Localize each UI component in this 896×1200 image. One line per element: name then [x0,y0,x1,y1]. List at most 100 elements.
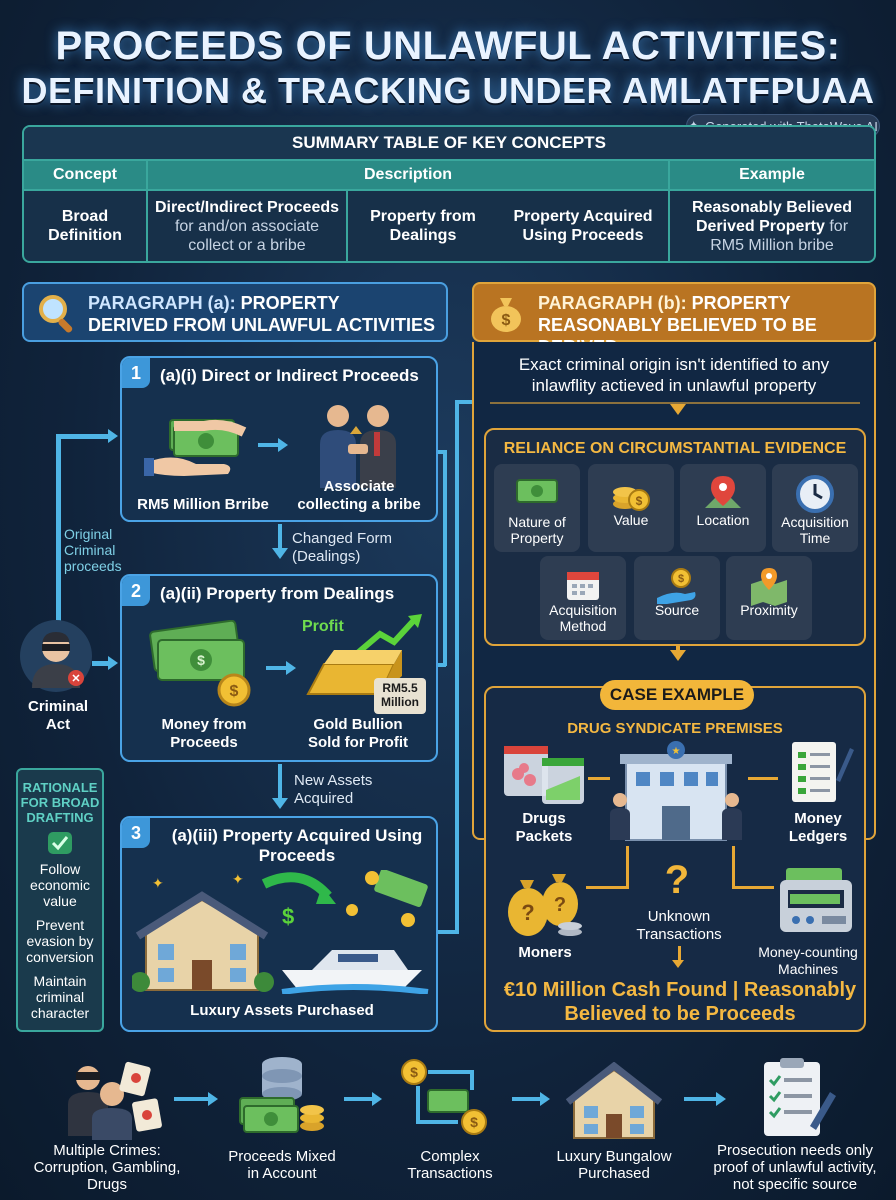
orig-line3: proceeds [64,558,122,574]
box-direct-proceeds: 1 (a)(i) Direct or Indirect Proceeds RM5… [120,356,438,522]
desc3-line1: Property Acquired [513,208,653,225]
desc1-title: Direct/Indirect Proceeds [154,198,340,216]
tile-value: $ Value [588,464,674,552]
s1-line3: Drugs [86,1176,127,1193]
calendar-icon [567,572,599,600]
map-icon [751,568,787,606]
r3-line1: Maintain [33,973,87,989]
concept-line1: Broad [61,208,109,225]
tile-location: Location [680,464,766,552]
box2-caption-left: Money from Proceeds [134,716,274,752]
case-result: €10 Million Cash Found | Reasonably Beli… [484,978,876,1026]
connector-to-box1 [56,434,110,439]
svg-text:?: ? [554,894,566,916]
flow-arrow-2 [372,1092,382,1106]
intro-line1: Exact criminal origin isn't identified t… [518,355,830,374]
flow-arrow-1-line [174,1097,210,1101]
ledgers-line2: Ledgers [788,828,848,845]
box2-inner-arrow-line [266,666,288,670]
box1-caption-right: Associate collecting a bribe [284,478,434,514]
example-line2-bold: Derived Property [695,217,825,235]
box-property-dealings: 2 (a)(ii) Property from Dealings $ $ Pro… [120,574,438,762]
profit-label: Profit [302,618,344,635]
flow-step-prosecution: Prosecution needs only proof of unlawful… [700,1142,890,1193]
machines-label: Money-counting Machines [748,944,868,978]
cell-example: Reasonably Believed Derived Property for… [670,191,874,261]
s4-line2: Purchased [578,1165,650,1182]
s3-line2: Transactions [407,1165,493,1182]
desc1-sub1: for and/on associate [174,217,320,235]
flow-arrow-3 [540,1092,550,1106]
orig-line2: Criminal [64,542,116,558]
arrow-to-case-stem [676,646,680,654]
s2-line1: Proceeds Mixed [228,1148,336,1165]
tile-proximity: Proximity [726,556,812,640]
tile-acquisition-method: Acquisition Method [540,556,626,640]
example-line1: Reasonably Believed [691,198,853,216]
tile5-line2: Method [559,618,607,634]
summary-column-headers: Concept Description Example [24,161,874,191]
svg-text:$: $ [470,1114,478,1130]
rationale-item-2: Prevent evasion by conversion [18,917,102,965]
svg-text:✦: ✦ [232,872,244,888]
question-icon: ? [664,858,690,902]
money-bag-icon: $ [491,298,521,332]
box2-left-line2: Proceeds [170,734,238,751]
paragraph-b-header: $ PARAGRAPH (b): PROPERTY REASONABLY BEL… [472,282,876,357]
gold-bullion-icon [306,614,422,695]
intro-line2: inlawflity actieved in unlawful property [531,376,817,395]
flow-arrow-4-line [684,1097,718,1101]
arrow-to-box1 [108,429,118,443]
paragraph-a-header: PARAGRAPH (a): PROPERTY DERIVED FROM UNL… [22,282,448,342]
rationale-line1: RATIONALE [22,780,98,795]
arrow-to-case [670,650,686,661]
connector-box1-box2 [278,524,282,550]
col-example: Example [739,166,805,183]
para-a-line2: DERIVED FROM UNLAWFUL ACTIVITIES [88,315,436,335]
r1-line3: value [43,893,77,909]
tile3-line1: Location [696,512,750,528]
new-assets-label: New Assets Acquired [294,772,414,808]
rationale-box: RATIONALE FOR BROAD DRAFTING Follow econ… [16,768,104,1032]
flow-arrow-4 [716,1092,726,1106]
s1-line2: Corruption, Gambling, [33,1159,181,1176]
branch-left-horiz [586,886,629,889]
svg-text:$: $ [636,494,643,508]
box3-title-line2: Proceeds [258,846,336,865]
mixed-account-icon [239,1057,324,1133]
para-a-rest: PROPERTY [235,293,340,313]
bribe-cash-hands-icon [144,419,247,476]
arrow-box2-box3 [272,798,288,809]
desc3-line2: Using Proceeds [522,227,644,244]
rationale-item-3: Maintain criminal character [18,973,102,1021]
box2-caption-right: Gold Bullion Sold for Profit [288,716,428,752]
para-a-prefix: PARAGRAPH (a): [88,293,236,313]
drugs-line2: Packets [515,828,573,845]
check-icon [48,832,72,854]
ledgers-arrow-line [748,777,778,780]
drugs-label: Drugs Packets [500,810,588,846]
case-example-tag: CASE EXAMPLE [600,680,754,710]
arrow-to-evidence [670,404,686,415]
clock-icon [796,475,834,513]
box1-title: (a)(i) Direct or Indirect Proceeds [160,366,419,385]
connector-box2-box3 [278,764,282,800]
drugs-arrow-line [588,777,610,780]
rationale-line2: FOR BROAD [20,795,100,810]
unknown-transactions-label: Unknown Transactions [620,908,738,944]
tag-line1: RM5.5 [382,681,418,695]
svg-text:✕: ✕ [71,673,80,685]
r3-line2: criminal [35,989,85,1005]
box3-title: (a)(iii) Property Acquired Using Proceed… [162,826,432,866]
criminal-icon: ✕ [20,620,92,692]
tile6-line1: Source [654,602,700,618]
box2-title: (a)(ii) Property from Dealings [160,584,395,603]
changed-line2: (Dealings) [292,548,361,565]
s2-line2: in Account [247,1165,317,1182]
connector-box3-right [437,930,457,934]
paragraph-a-title: PARAGRAPH (a): PROPERTY DERIVED FROM UNL… [88,292,435,336]
flow-step-complex: Complex Transactions [380,1148,520,1182]
svg-text:$: $ [230,683,239,700]
arrow-box1-box2 [272,548,288,559]
desc2-line2: Dealings [389,227,457,244]
